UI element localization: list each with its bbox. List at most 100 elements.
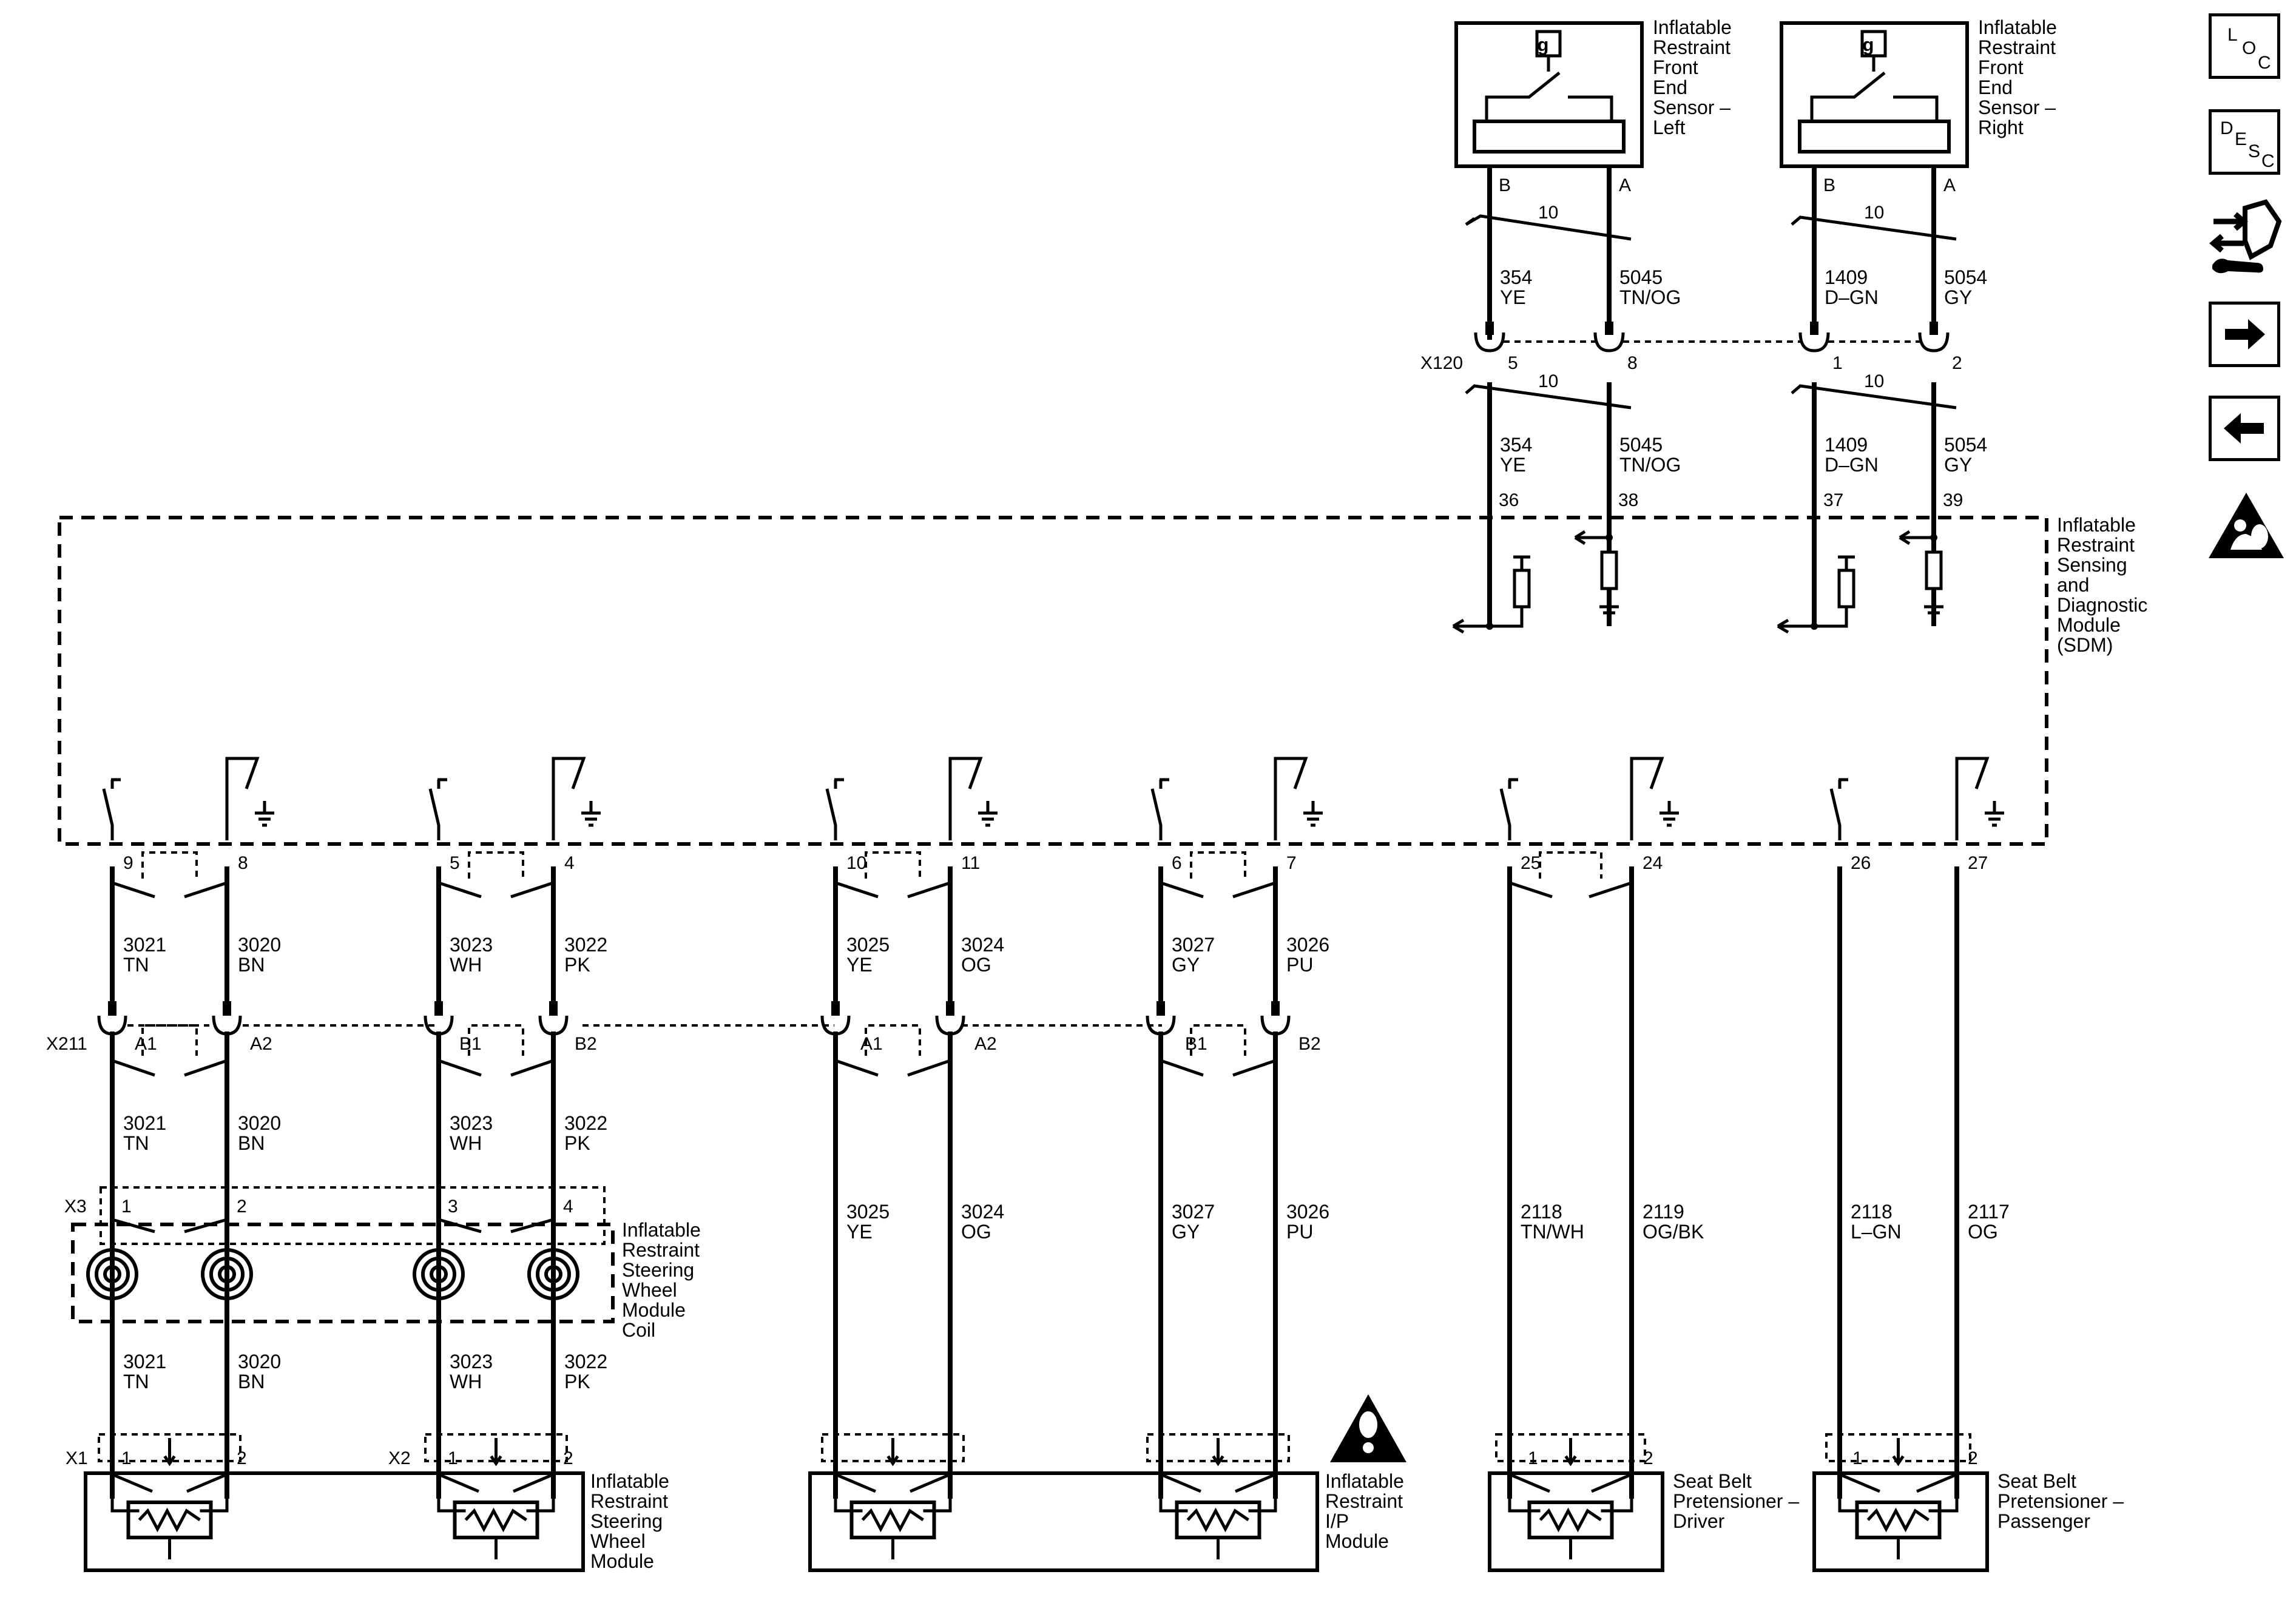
pretensioner-driver-pin: 1	[1528, 1448, 1538, 1468]
wire-color-label: OG	[961, 1221, 991, 1243]
x211-terminal	[434, 1001, 443, 1016]
wire-circuit-label: 3022	[564, 1351, 607, 1372]
shorting-bar	[1839, 1473, 1957, 1493]
wire-circuit-label: 354	[1500, 434, 1532, 456]
module-connector	[490, 1438, 502, 1467]
ip-module-box	[808, 1471, 1319, 1572]
sdm-ground	[1955, 757, 2004, 840]
sdm-switch	[428, 778, 447, 840]
x3-pin: 3	[448, 1197, 458, 1217]
front-sensor-right-label: Inflatable Restraint Front End Sensor – …	[1978, 16, 2062, 138]
wire-circuit-label: 3026	[1286, 934, 1329, 956]
sdm-switch	[1829, 778, 1848, 840]
pretensioner-driver-pin: 2	[1643, 1448, 1653, 1468]
sdm-pin: 39	[1943, 490, 1963, 510]
module-connector	[821, 1433, 965, 1462]
wire-circuit-label: 3026	[1286, 1201, 1329, 1223]
sdm-pin: 7	[1286, 853, 1297, 873]
x211-cup	[935, 1015, 965, 1036]
wire-circuit-label: 3027	[1172, 1201, 1215, 1223]
twist-label: 10	[1538, 371, 1558, 391]
steering-module-label: Inflatable Restraint Steering Wheel Modu…	[590, 1470, 675, 1572]
sdm-pin: 4	[564, 853, 575, 873]
wire-color-label: YE	[846, 954, 873, 976]
ip-module-label: Inflatable Restraint I/P Module	[1325, 1470, 1410, 1552]
sdm-pin: 24	[1643, 853, 1663, 873]
sdm-pin: 10	[846, 853, 866, 873]
x120-pin: 2	[1952, 353, 1962, 373]
sdm-ground	[948, 757, 998, 840]
loc-button[interactable]: L O C	[2209, 13, 2280, 79]
wire-color-label: GY	[1172, 954, 1200, 976]
wire-circuit-label: 3020	[238, 1351, 281, 1372]
shorting-bar	[865, 851, 921, 879]
sdm-pin: 38	[1618, 490, 1638, 510]
shorting-bar	[835, 881, 951, 899]
wire-color-label: TN	[123, 1371, 149, 1393]
warning-icon	[1330, 1394, 1406, 1462]
x3-pin: 4	[563, 1197, 573, 1217]
wire-circuit-label: 3021	[123, 1351, 166, 1372]
sensor-left-g-icon: g	[1538, 34, 1549, 55]
front-sensor-right	[1780, 21, 1969, 168]
sdm-switch	[1150, 778, 1169, 840]
squib	[1159, 1499, 1277, 1559]
wire-circuit-label: 3023	[450, 934, 493, 956]
shorting-bar	[835, 1473, 951, 1493]
shorting-bar	[468, 1024, 524, 1056]
connector-repair-icon[interactable]	[2207, 197, 2283, 276]
wire-color-label: TN	[123, 1132, 149, 1154]
x211-terminal	[946, 1001, 954, 1016]
sdm-ground	[225, 757, 274, 840]
pretensioner-driver-label: Seat Belt Pretensioner – Driver	[1673, 1470, 1805, 1532]
wire-color-label: PK	[564, 1371, 590, 1393]
wire-color-label: PK	[564, 1132, 590, 1154]
sdm-pin: 5	[450, 853, 460, 873]
module-connector	[1892, 1438, 1905, 1467]
sensor-left-pin-a: A	[1619, 175, 1631, 195]
module-connector	[163, 1438, 176, 1467]
sdm-label: Inflatable Restraint Sensing and Diagnos…	[2057, 514, 2153, 656]
shorting-bar	[1190, 851, 1246, 879]
x211-pin: B2	[1298, 1034, 1321, 1054]
wire-color-label: GY	[1944, 454, 1972, 476]
x211-pin: B2	[575, 1034, 597, 1054]
x211-pin: A1	[860, 1034, 883, 1054]
previous-page-button[interactable]	[2209, 396, 2280, 461]
sdm-switch	[825, 778, 844, 840]
x211-pin: A1	[135, 1034, 157, 1054]
pretensioner-passenger-label: Seat Belt Pretensioner – Passenger	[1997, 1470, 2129, 1532]
wire-circuit-label: 3020	[238, 1112, 281, 1134]
shorting-bar	[438, 1473, 554, 1493]
shorting-bar	[835, 1059, 951, 1077]
wire-color-label: TN	[123, 954, 149, 976]
airbag-warning-icon[interactable]	[2206, 490, 2286, 562]
module-connector	[424, 1433, 568, 1462]
arrow-right-icon	[2225, 319, 2265, 349]
wire-color-label: YE	[1500, 454, 1526, 476]
x1-label: X1	[66, 1448, 88, 1468]
wire-color-label: GY	[1172, 1221, 1200, 1243]
wire-color-label: GY	[1944, 286, 1972, 308]
wire-color-label: D–GN	[1825, 286, 1879, 308]
wire-circuit-label: 5054	[1944, 434, 1987, 456]
x120-pin: 1	[1832, 353, 1843, 373]
wire-circuit-label: 3020	[238, 934, 281, 956]
x211-pin: B1	[1185, 1034, 1207, 1054]
desc-button[interactable]: D E S C	[2209, 109, 2280, 175]
wire-circuit-label: 2118	[1851, 1201, 1893, 1223]
module-connector	[1564, 1438, 1577, 1467]
pretensioner-passenger-pin: 1	[1852, 1448, 1863, 1468]
wire-circuit-label: 5045	[1619, 434, 1663, 456]
x120-pin: 8	[1627, 353, 1638, 373]
x211-pin: B1	[459, 1034, 482, 1054]
next-page-button[interactable]	[2209, 302, 2280, 367]
wire-circuit-label: 3022	[564, 1112, 607, 1134]
wire-color-label: L–GN	[1851, 1221, 1902, 1243]
bottom-wires	[97, 757, 2004, 1559]
sdm-pin: 11	[961, 853, 980, 873]
wire-color-label: D–GN	[1825, 454, 1879, 476]
sdm-pin: 25	[1521, 853, 1541, 873]
wire-circuit-label: 3027	[1172, 934, 1215, 956]
